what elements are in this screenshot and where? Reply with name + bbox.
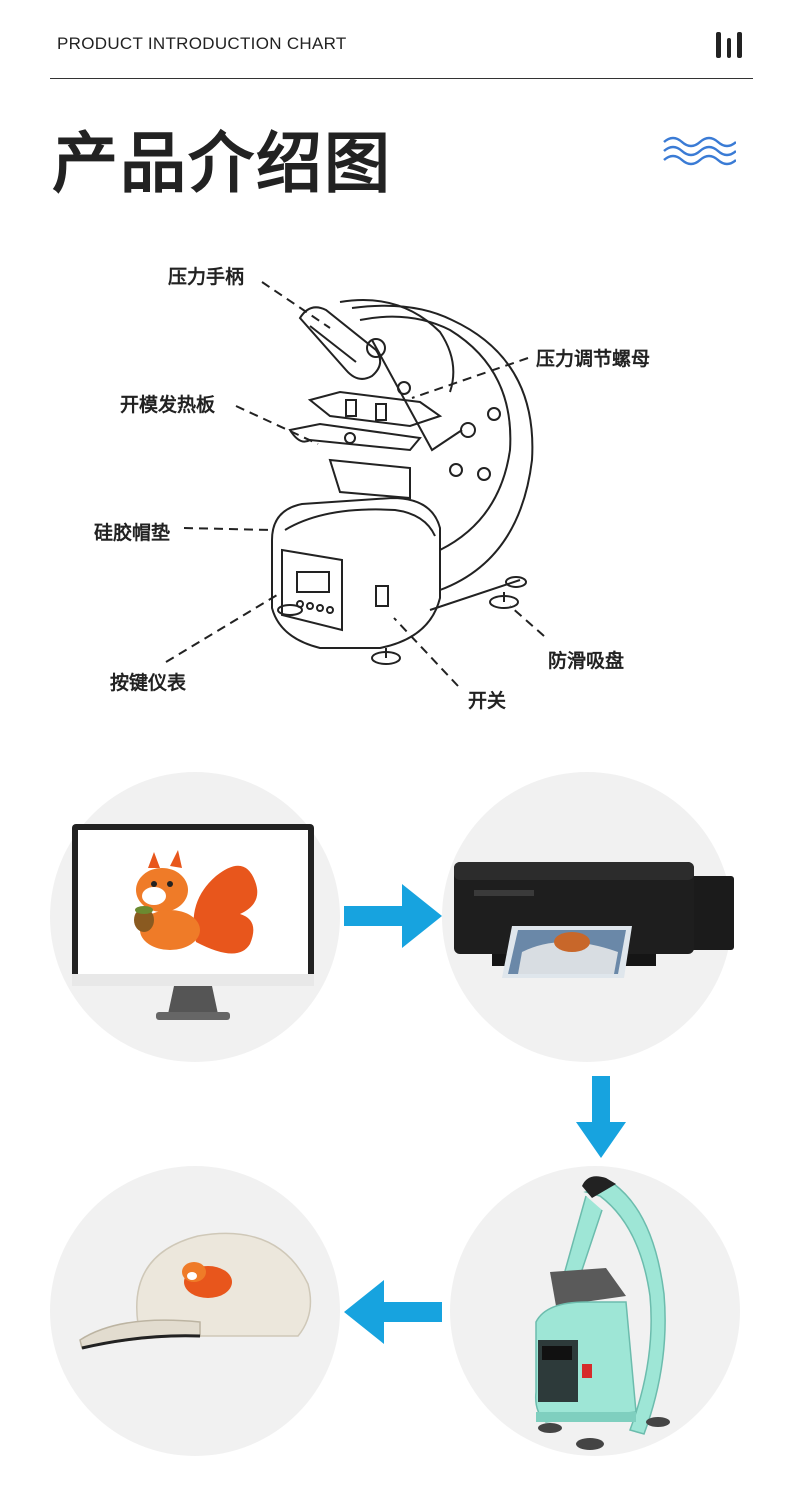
page-header: PRODUCT INTRODUCTION CHART [50, 30, 753, 79]
arrow-right-icon [344, 884, 442, 948]
machine-line-drawing [165, 281, 545, 687]
printer-image [454, 862, 734, 978]
label-heat-plate: 开模发热板 [120, 394, 216, 416]
waves-icon [663, 136, 736, 166]
cap-image [79, 1232, 312, 1350]
page-title: 产品介绍图 [52, 125, 392, 202]
triple-bar-icon [716, 32, 742, 58]
label-pressure-handle: 压力手柄 [168, 266, 245, 288]
arrow-left-icon [344, 1280, 442, 1344]
label-cap-pad: 硅胶帽垫 [94, 522, 171, 544]
label-suction-feet: 防滑吸盘 [548, 650, 625, 672]
heat-press-image [534, 1176, 670, 1450]
squirrel-icon [134, 850, 258, 954]
label-pressure-nut: 压力调节螺母 [536, 348, 651, 370]
machine-diagram: 压力手柄 压力调节螺母 开模发热板 硅胶帽垫 按键仪表 开关 防滑吸盘 [0, 230, 790, 730]
header-title: PRODUCT INTRODUCTION CHART [57, 34, 347, 53]
arrow-down-icon [576, 1076, 626, 1158]
label-key-panel: 按键仪表 [110, 672, 187, 694]
label-switch: 开关 [468, 690, 507, 712]
monitor-image [72, 824, 314, 1020]
